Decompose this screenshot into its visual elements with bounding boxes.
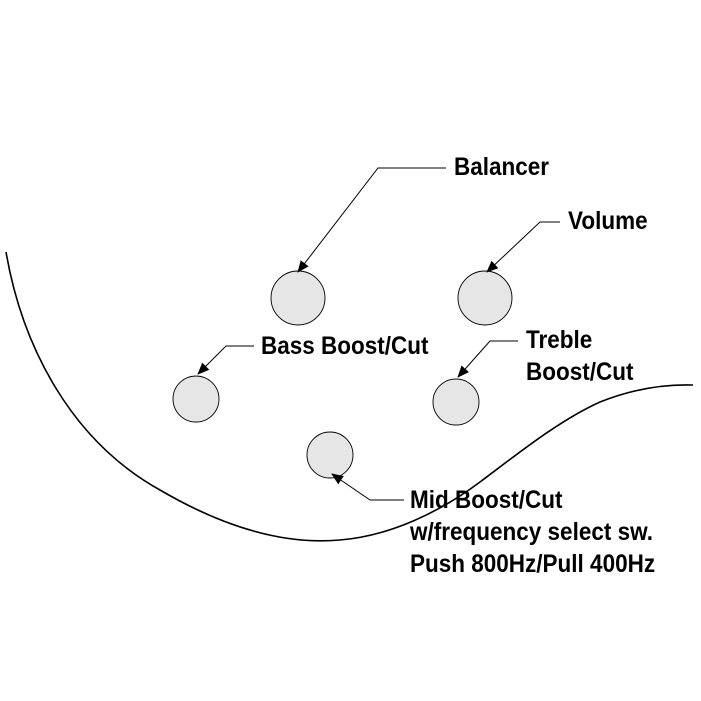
balancer-label: Balancer — [454, 153, 550, 181]
mid-label-line3: Push 800Hz/Pull 400Hz — [410, 550, 656, 578]
treble-label-line1: Treble — [526, 326, 593, 354]
volume-label: Volume — [568, 207, 648, 235]
volume-knob[interactable] — [457, 270, 513, 326]
mid-knob[interactable] — [306, 431, 354, 479]
mid-label-line1: Mid Boost/Cut — [410, 486, 563, 514]
treble-leader — [457, 340, 518, 378]
mid-leader — [331, 473, 404, 501]
bass-knob[interactable] — [172, 375, 220, 423]
bass-leader — [197, 345, 254, 375]
body-outline — [5, 251, 694, 542]
volume-leader — [486, 221, 560, 273]
bass-boost-cut-label: Bass Boost/Cut — [261, 332, 429, 360]
treble-knob[interactable] — [432, 378, 480, 426]
mid-label-line2: w/frequency select sw. — [410, 518, 654, 546]
balancer-knob[interactable] — [270, 270, 326, 326]
balancer-leader — [297, 167, 446, 273]
treble-label-line2: Boost/Cut — [526, 358, 634, 386]
